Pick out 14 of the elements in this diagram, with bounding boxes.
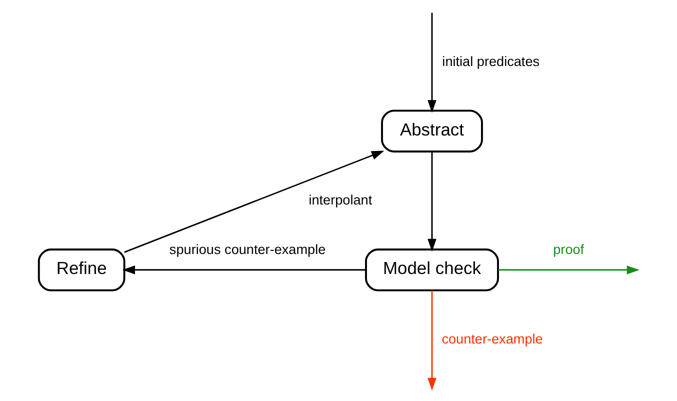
edge-label: counter-example [442, 331, 543, 346]
node-box: Abstract [381, 110, 483, 152]
arrow [124, 150, 384, 253]
edge-label: proof [553, 242, 584, 258]
node-box: Model check [365, 248, 499, 292]
node-box: Refine [38, 248, 126, 292]
edge-label: initial predicates [442, 54, 540, 69]
edge-label: interpolant [308, 192, 372, 208]
arrow [428, 12, 436, 113]
edge-label: spurious counter-example [169, 242, 326, 258]
arrow [498, 265, 640, 274]
arrow [122, 265, 366, 274]
arrow [428, 290, 436, 390]
arrow [428, 152, 436, 252]
